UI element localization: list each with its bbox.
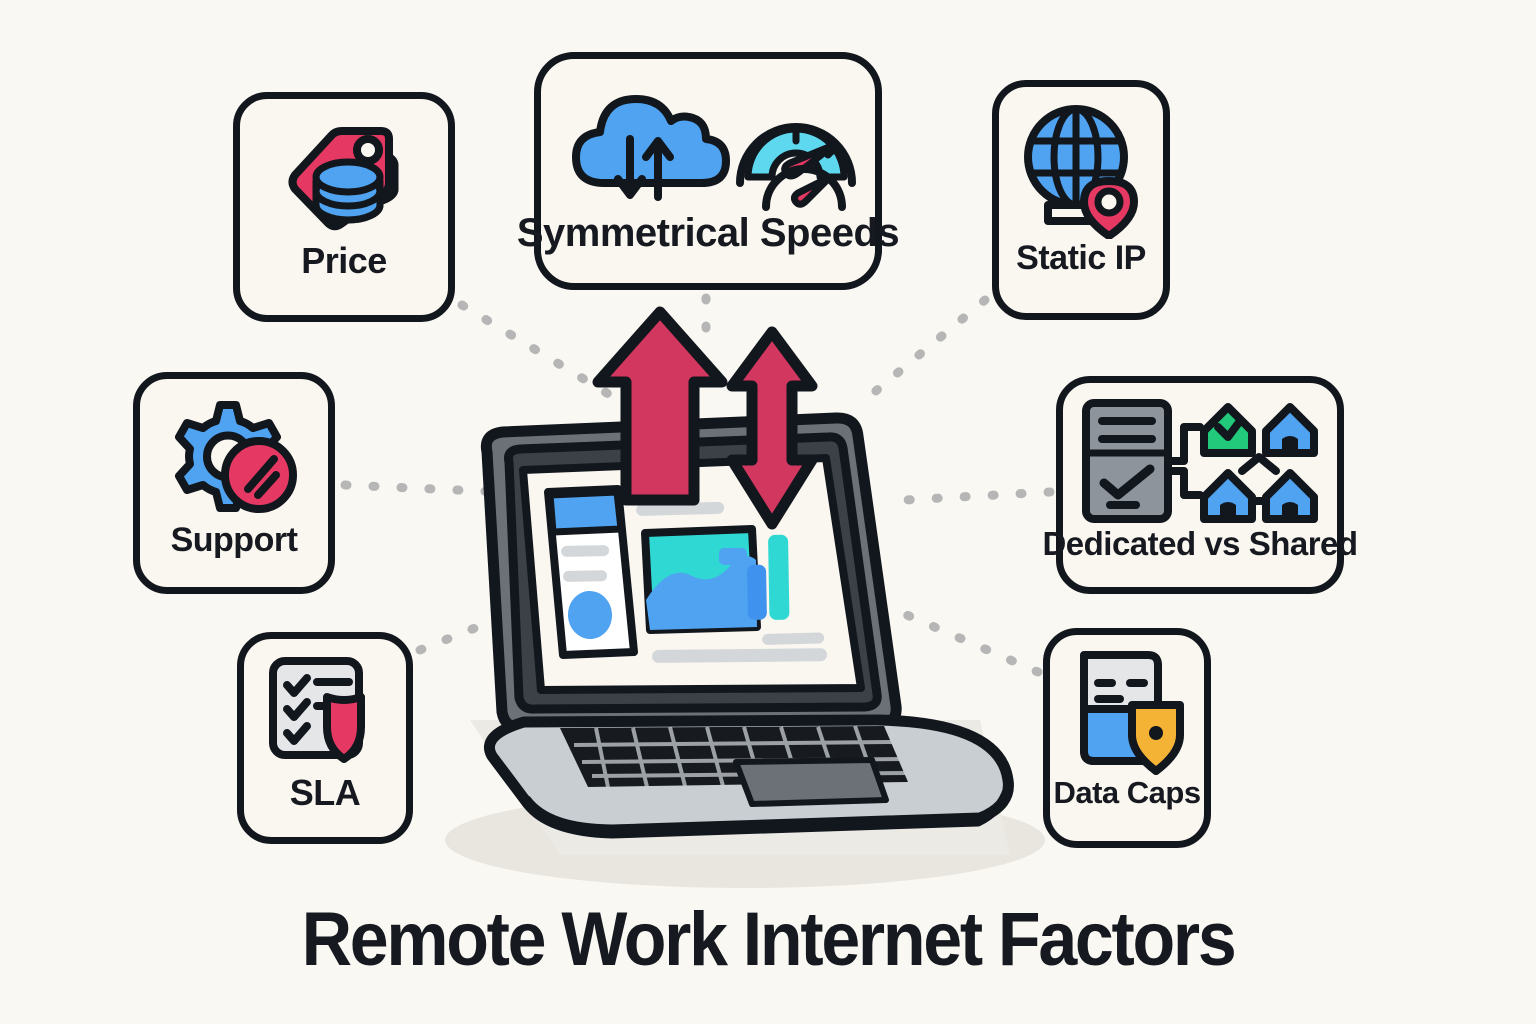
card-static-ip[interactable]: Static IP [992, 80, 1170, 320]
card-price-label: Price [301, 240, 387, 281]
card-symmetrical-speeds[interactable]: Symmetrical Speeds [517, 52, 900, 290]
card-data-caps[interactable]: Data Caps [1043, 628, 1211, 848]
card-dedicated-vs-shared-label: Dedicated vs Shared [1042, 525, 1358, 562]
card-support[interactable]: Support [133, 372, 335, 594]
page-title: Remote Work Internet Factors [301, 897, 1237, 982]
globe-pin-icon [1016, 99, 1146, 239]
bar-2 [747, 564, 767, 620]
card-data-caps-label: Data Caps [1053, 775, 1201, 810]
screen-text-line-bottom [652, 648, 828, 663]
gear-support-icon [164, 391, 304, 521]
card-static-ip-label: Static IP [1016, 239, 1146, 277]
screen-media-card [641, 525, 761, 634]
price-tag-coins-icon [269, 111, 419, 241]
server-houses-icon [1076, 395, 1324, 525]
screen-sidebar-card [544, 485, 638, 659]
screen-bar-chart [747, 534, 790, 620]
card-dedicated-vs-shared[interactable]: Dedicated vs Shared [1042, 376, 1358, 594]
laptop-trackpad [733, 757, 889, 807]
card-sla-label: SLA [289, 772, 361, 813]
laptop-base-front-edge [522, 783, 1013, 839]
checklist-shield-icon [261, 651, 389, 773]
card-price[interactable]: Price [233, 92, 455, 322]
card-support-label: Support [170, 521, 298, 559]
cloud-updown-speedometer-icon [558, 71, 858, 211]
bar-1 [768, 534, 790, 620]
card-sla[interactable]: SLA [237, 632, 413, 844]
download-arrow [726, 326, 818, 530]
screen-text-line-bottom-right [762, 632, 825, 645]
document-gauge-shield-icon [1064, 647, 1190, 775]
card-speeds-label: Symmetrical Speeds [516, 211, 900, 255]
